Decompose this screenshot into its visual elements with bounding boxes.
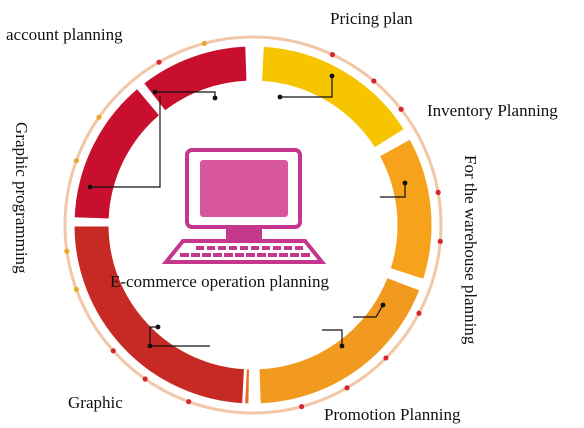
- outer-ring-dots: [64, 40, 443, 410]
- leader-dot: [147, 343, 153, 349]
- segment-graphic: [71, 223, 248, 407]
- keyboard-key: [180, 253, 189, 257]
- keyboard-key: [268, 253, 277, 257]
- label-inventory-planning: Inventory Planning: [427, 101, 558, 120]
- leader-lines: [90, 76, 406, 347]
- keyboard-key: [224, 253, 233, 257]
- keyboard-key: [284, 246, 292, 250]
- leader-dot: [329, 73, 335, 79]
- keyboard-key: [262, 246, 270, 250]
- ring-dot: [344, 385, 350, 391]
- ring-dot: [96, 114, 102, 120]
- keyboard-key: [279, 253, 288, 257]
- leader-dot: [212, 95, 218, 101]
- ring-dot: [156, 59, 162, 65]
- keyboard-key: [273, 246, 281, 250]
- keyboard-key: [191, 253, 200, 257]
- ring-dot: [73, 158, 79, 164]
- monitor-keyboard-base: [161, 239, 327, 264]
- ring-dot: [437, 238, 443, 244]
- segment-account-planning: [140, 43, 250, 115]
- ring-dot: [416, 310, 422, 316]
- leader-dot: [152, 89, 158, 95]
- ring-dot: [435, 189, 441, 195]
- center-label: E-commerce operation planning: [110, 272, 330, 291]
- leader-dot: [402, 180, 408, 186]
- keyboard-key: [257, 253, 266, 257]
- monitor-neck: [226, 227, 262, 241]
- leader-dots: [87, 73, 408, 349]
- computer-monitor-icon: [161, 148, 327, 264]
- ring-dot: [329, 52, 336, 58]
- keyboard-key: [301, 253, 310, 257]
- leader-dot: [87, 184, 93, 190]
- keyboard-key: [246, 253, 255, 257]
- leader-dot: [339, 343, 345, 349]
- keyboard-key: [240, 246, 248, 250]
- segment-inventory-planning: [376, 135, 435, 283]
- leader-line-warehouse: [353, 304, 384, 318]
- label-promotion-planning: Promotion Planning: [324, 405, 461, 424]
- leader-line-graphic: [149, 326, 210, 347]
- keyboard-keys: [180, 246, 310, 257]
- ring-dot: [73, 286, 79, 292]
- leader-line-promotion: [322, 329, 343, 346]
- segment-warehouse-planning: [256, 274, 423, 407]
- ring-dot: [186, 399, 192, 405]
- ring-dot: [201, 40, 207, 47]
- keyboard-key: [251, 246, 259, 250]
- keyboard-key: [213, 253, 222, 257]
- keyboard-key: [207, 246, 215, 250]
- keyboard-key: [235, 253, 244, 257]
- ring-dot: [64, 248, 70, 254]
- outer-ring: [63, 35, 443, 415]
- ring-dot: [398, 106, 404, 112]
- label-warehouse-planning: For the warehouse planning: [461, 155, 480, 345]
- ring-dot: [383, 355, 389, 361]
- ring-dot: [371, 78, 377, 84]
- keyboard-key: [196, 246, 204, 250]
- keyboard-key: [202, 253, 211, 257]
- segment-ring: [71, 43, 435, 407]
- leader-line-inventory: [380, 183, 406, 198]
- keyboard-key: [290, 253, 299, 257]
- leader-dot: [155, 324, 161, 330]
- ring-dot: [299, 403, 305, 410]
- label-pricing-plan: Pricing plan: [330, 9, 413, 28]
- label-graphic: Graphic: [68, 393, 123, 412]
- monitor-screen: [200, 160, 288, 217]
- keyboard-key: [295, 246, 303, 250]
- leader-line-pricing: [280, 76, 333, 98]
- segment-pricing-plan: [258, 43, 408, 152]
- keyboard-key: [218, 246, 226, 250]
- keyboard-key: [229, 246, 237, 250]
- leader-dot: [277, 94, 283, 100]
- label-graphic-programming: Graphic programming: [12, 122, 31, 274]
- ring-dot: [142, 376, 148, 382]
- leader-line-graphic-programming: [90, 96, 161, 188]
- ring-dot: [110, 348, 116, 354]
- leader-dot: [380, 302, 386, 308]
- segment-graphic-programming: [71, 84, 164, 222]
- label-account-planning: account planning: [6, 25, 123, 44]
